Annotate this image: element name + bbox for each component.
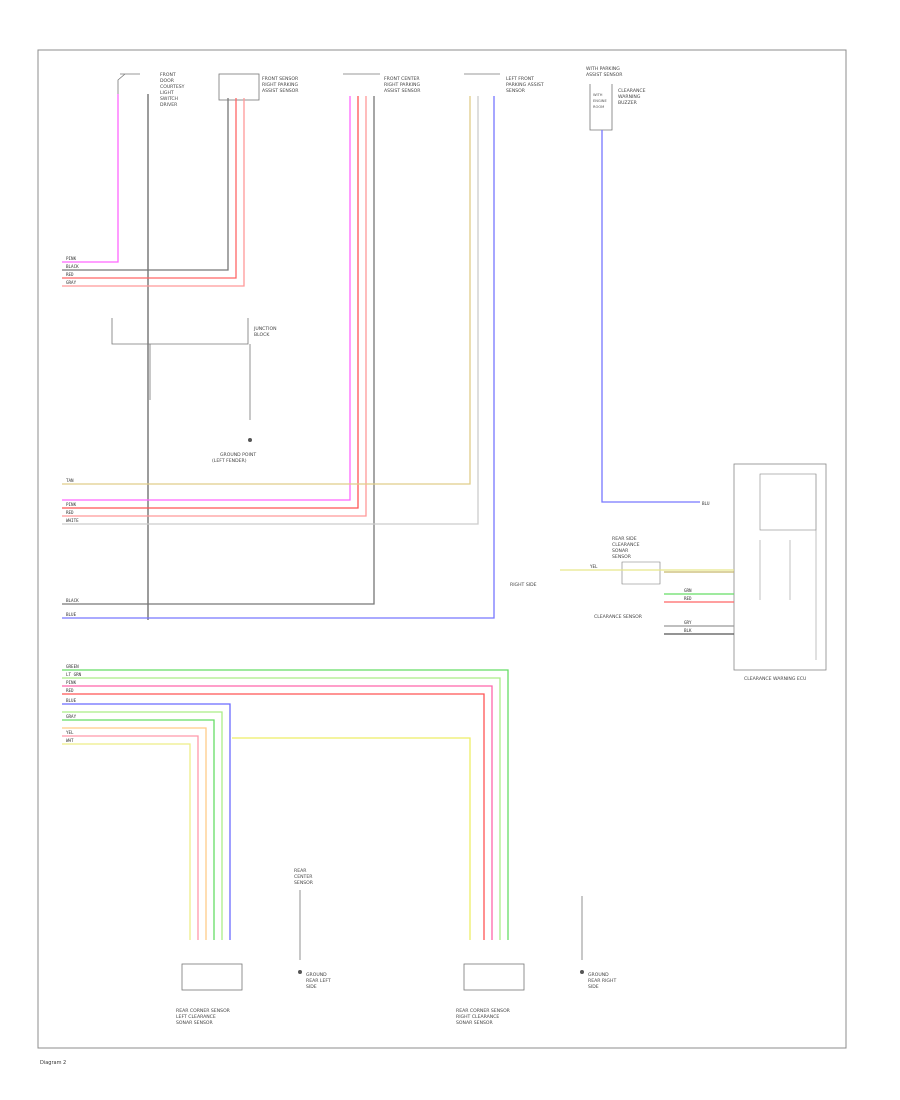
top-left-switch-label-3: COURTESY — [160, 84, 185, 90]
rear-side-label-3: SONAR — [612, 548, 629, 554]
ground-label-2: (LEFT FENDER) — [212, 458, 247, 464]
lower-ground-right-3: SIDE — [588, 984, 599, 990]
lower-mid-sensor: REAR CENTER SENSOR GROUND REAR LEFT SIDE — [294, 868, 331, 990]
code-left-mid-3: RED — [66, 510, 74, 515]
top-left-switch-label-6: DRIVER — [160, 102, 178, 108]
middle-sensor-connector: FRONT CENTER RIGHT PARKING ASSIST SENSOR — [343, 73, 421, 94]
rear-side-label-4: SENSOR — [612, 554, 632, 560]
lower-mid-label-2: CENTER — [294, 874, 313, 880]
junction-block: JUNCTION BLOCK GROUND POINT (LEFT FENDER… — [111, 318, 277, 464]
lower-right-label-3: SONAR SENSOR — [456, 1020, 494, 1026]
lower-ground-right-1: GROUND — [588, 972, 609, 978]
upper-sensor-label-2: RIGHT PARKING — [262, 82, 298, 88]
code-left-mid-2: PINK — [66, 502, 77, 507]
junction-label-1: JUNCTION — [253, 326, 277, 332]
buzzer-note-2: ASSIST SENSOR — [586, 72, 623, 78]
buzzer-inner-2: ENGINE — [593, 99, 607, 103]
code-left-mid-4: WHITE — [66, 518, 79, 523]
lower-ground-right-2: REAR RIGHT — [588, 978, 616, 984]
buzzer-connector: WITH PARKING ASSIST SENSOR WITH ENGINE R… — [586, 66, 646, 131]
ecu-code-5: GRY — [684, 620, 692, 625]
top-left-switch: FRONT DOOR COURTESY LIGHT SWITCH DRIVER — [117, 72, 185, 108]
code-left-upper-3: RED — [66, 272, 74, 277]
code-left-lower-1: BLACK — [66, 598, 79, 603]
ecu-label: CLEARANCE WARNING ECU — [744, 676, 806, 682]
middle-sensor-label-2: RIGHT PARKING — [384, 82, 420, 88]
upper-sensor-label-3: ASSIST SENSOR — [262, 88, 299, 94]
buzzer-label-3: BUZZER — [618, 100, 638, 106]
lower-ground-left-3: SIDE — [306, 984, 317, 990]
code-bottom-3: PINK — [66, 680, 77, 685]
code-left-upper-1: PINK — [66, 256, 77, 261]
top-left-switch-label-5: SWITCH — [160, 96, 178, 102]
code-bottom-7: YEL — [66, 730, 74, 735]
lower-left-label-1: REAR CORNER SENSOR — [176, 1008, 231, 1014]
buzzer-inner-3: ROOM — [593, 105, 604, 109]
buzzer-note-1: WITH PARKING — [586, 66, 620, 72]
rear-side-sensor: REAR SIDE CLEARANCE SONAR SENSOR RIGHT S… — [510, 536, 734, 588]
code-left-upper-4: GRAY — [66, 280, 77, 285]
lower-ground-left-2: REAR LEFT — [306, 978, 331, 984]
upper-sensor-connector: FRONT SENSOR RIGHT PARKING ASSIST SENSOR — [218, 73, 299, 101]
code-bottom-8: WHT — [66, 738, 74, 743]
ecu-code-3: GRN — [684, 588, 692, 593]
top-left-switch-label-4: LIGHT — [160, 90, 174, 96]
diagram-frame — [37, 49, 847, 1049]
ecu-code-2: YEL — [590, 564, 598, 569]
ground-label-1: GROUND POINT — [220, 452, 256, 458]
middle-sensor-label-1: FRONT CENTER — [384, 76, 420, 82]
code-bottom-5: BLUE — [66, 698, 77, 703]
left-upper-codes: PINK BLACK RED GRAY — [66, 256, 79, 285]
lower-left-label-2: LEFT CLEARANCE — [176, 1014, 216, 1020]
clearance-sensor-right: CLEARANCE SENSOR GRN RED GRY BLK — [594, 588, 734, 635]
ecu-code-6: BLK — [684, 628, 692, 633]
left-mid-codes: TAN PINK RED WHITE BLACK BLUE — [66, 478, 79, 617]
top-wires — [62, 94, 700, 620]
lower-left-connector: REAR CORNER SENSOR LEFT CLEARANCE SONAR … — [176, 963, 243, 1026]
lower-left-label-3: SONAR SENSOR — [176, 1020, 214, 1026]
code-left-lower-2: BLUE — [66, 612, 77, 617]
code-left-mid-1: TAN — [66, 478, 74, 483]
junction-label-2: BLOCK — [254, 332, 270, 338]
lower-right-label-2: RIGHT CLEARANCE — [456, 1014, 499, 1020]
buzzer-label-1: CLEARANCE — [618, 88, 646, 94]
right-side-label: RIGHT SIDE — [510, 582, 537, 588]
left-sensor-connector: LEFT FRONT PARKING ASSIST SENSOR — [464, 73, 544, 94]
code-bottom-2: LT GRN — [66, 672, 82, 677]
upper-sensor-label-1: FRONT SENSOR — [262, 76, 299, 82]
code-left-upper-2: BLACK — [66, 264, 79, 269]
buzzer-inner-1: WITH — [593, 93, 603, 97]
lower-mid-label-1: REAR — [294, 868, 307, 874]
clearance-warning-ecu: CLEARANCE WARNING ECU BLU — [702, 463, 827, 682]
middle-sensor-label-3: ASSIST SENSOR — [384, 88, 421, 94]
buzzer-label-2: WARNING — [618, 94, 641, 100]
lower-right-label-1: REAR CORNER SENSOR — [456, 1008, 511, 1014]
lower-mid-label-3: SENSOR — [294, 880, 314, 886]
clearance-sensor-label: CLEARANCE SENSOR — [594, 614, 643, 620]
left-sensor-label-3: SENSOR — [506, 88, 526, 94]
lower-ground-left-1: GROUND — [306, 972, 327, 978]
code-bottom-6: GRAY — [66, 714, 77, 719]
ecu-code-4: RED — [684, 596, 692, 601]
bottom-wires — [62, 669, 509, 940]
code-bottom-4: RED — [66, 688, 74, 693]
diagram-footer: Diagram 2 — [40, 1060, 66, 1066]
left-sensor-label-1: LEFT FRONT — [506, 76, 534, 82]
top-left-switch-label-1: FRONT — [160, 72, 176, 78]
left-bottom-codes: GREEN LT GRN PINK RED BLUE GRAY YEL WHT — [66, 664, 82, 743]
code-bottom-1: GREEN — [66, 664, 79, 669]
ecu-code-1: BLU — [702, 501, 710, 506]
rear-side-label-1: REAR SIDE — [612, 536, 637, 542]
rear-side-label-2: CLEARANCE — [612, 542, 640, 548]
lower-right-connector: REAR CORNER SENSOR RIGHT CLEARANCE SONAR… — [456, 896, 616, 1026]
left-sensor-label-2: PARKING ASSIST — [506, 82, 544, 88]
top-left-switch-label-2: DOOR — [160, 78, 175, 84]
